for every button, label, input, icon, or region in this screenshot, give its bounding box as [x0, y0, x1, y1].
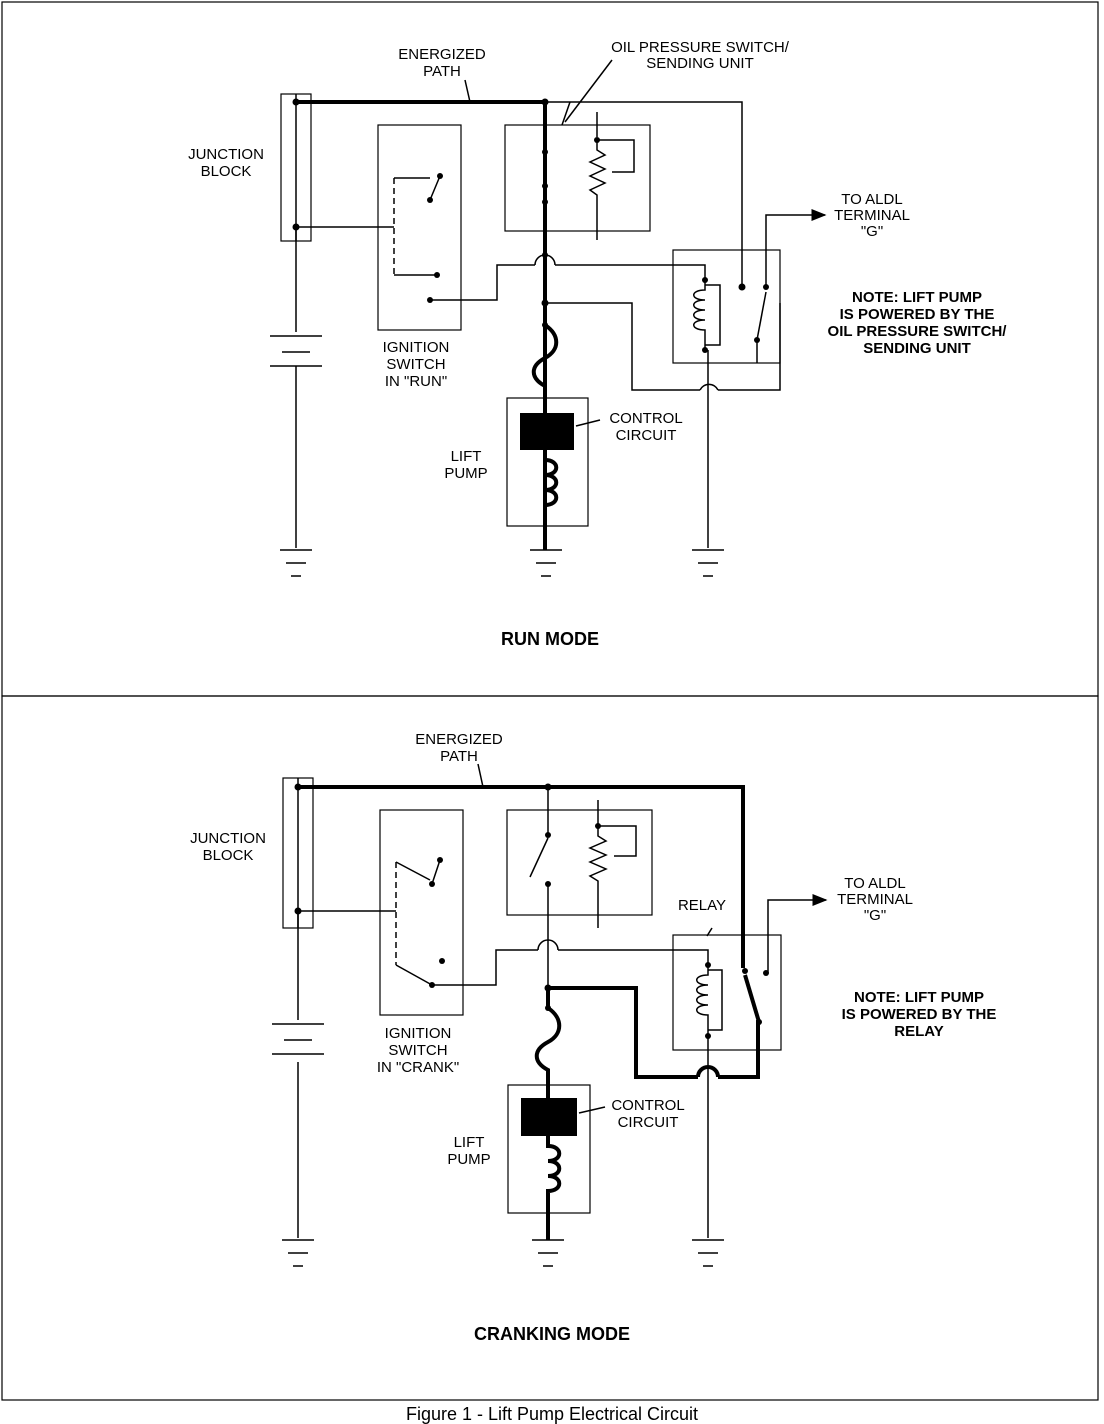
- crank-note-line-1: NOTE: LIFT PUMP: [854, 989, 984, 1006]
- run-aldl-label-1: TO ALDL: [841, 191, 902, 208]
- run-energized-label-1: ENERGIZED: [398, 46, 486, 63]
- run-control-label-2: CIRCUIT: [616, 427, 677, 444]
- svg-text:IS POWERED BY THE: IS POWERED BY THE: [842, 1006, 997, 1023]
- run-oil-switch-label-2: SENDING UNIT: [646, 55, 754, 72]
- crank-junction-label-1: JUNCTION: [190, 830, 266, 847]
- svg-text:"G": "G": [864, 907, 886, 924]
- svg-text:JUNCTION: JUNCTION: [190, 830, 266, 847]
- run-ignition-label-3: IN "RUN": [385, 373, 447, 390]
- svg-text:CIRCUIT: CIRCUIT: [616, 427, 677, 444]
- crank-junction-label-2: BLOCK: [203, 847, 254, 864]
- svg-text:BLOCK: BLOCK: [203, 847, 254, 864]
- svg-text:CIRCUIT: CIRCUIT: [618, 1114, 679, 1131]
- run-note-line-2: IS POWERED BY THE: [840, 306, 995, 323]
- energized-path-wire: [298, 785, 745, 968]
- run-mode-title: RUN MODE: [501, 629, 599, 649]
- svg-text:NOTE: LIFT PUMP: NOTE: LIFT PUMP: [854, 989, 984, 1006]
- svg-text:RELAY: RELAY: [678, 897, 726, 914]
- crank-control-label-2: CIRCUIT: [618, 1114, 679, 1131]
- relay-box-run: [672, 249, 781, 364]
- cranking-mode-title: CRANKING MODE: [474, 1324, 630, 1344]
- run-lift-pump-label-2: PUMP: [444, 465, 487, 482]
- svg-text:IN "RUN": IN "RUN": [385, 373, 447, 390]
- crank-aldl-label-2: TERMINAL: [837, 891, 913, 908]
- crank-ignition-label-2: SWITCH: [388, 1042, 447, 1059]
- svg-text:SWITCH: SWITCH: [388, 1042, 447, 1059]
- run-oil-switch-label-1: OIL PRESSURE SWITCH/: [611, 39, 790, 56]
- svg-text:LIFT: LIFT: [451, 448, 482, 465]
- svg-text:PATH: PATH: [423, 63, 461, 80]
- svg-text:IGNITION: IGNITION: [385, 1025, 452, 1042]
- svg-text:JUNCTION: JUNCTION: [188, 146, 264, 163]
- lift-pump-box: [506, 397, 589, 527]
- run-ignition-label-2: SWITCH: [386, 356, 445, 373]
- crank-ignition-label-1: IGNITION: [385, 1025, 452, 1042]
- crank-aldl-label-3: "G": [864, 907, 886, 924]
- svg-text:IGNITION: IGNITION: [383, 339, 450, 356]
- svg-text:TERMINAL: TERMINAL: [834, 207, 910, 224]
- crank-lift-pump-label-1: LIFT: [454, 1134, 485, 1151]
- svg-text:CONTROL: CONTROL: [609, 410, 682, 427]
- run-mode-diagram: ENERGIZED PATH OIL PRESSURE SWITCH/ SEND…: [188, 39, 1007, 649]
- cranking-mode-diagram: ENERGIZED PATH JUNCTION BLOCK RELAY TO A…: [190, 731, 996, 1344]
- svg-text:IN "CRANK": IN "CRANK": [377, 1059, 459, 1076]
- oil-pressure-switch-box: [506, 809, 653, 916]
- run-ignition-label-1: IGNITION: [383, 339, 450, 356]
- svg-text:BLOCK: BLOCK: [201, 163, 252, 180]
- svg-text:OIL PRESSURE SWITCH/: OIL PRESSURE SWITCH/: [828, 323, 1008, 340]
- control-circuit-block: [521, 1098, 577, 1136]
- crank-note-line-3: RELAY: [894, 1023, 943, 1040]
- crank-ignition-label-3: IN "CRANK": [377, 1059, 459, 1076]
- run-lift-pump-label-1: LIFT: [451, 448, 482, 465]
- cranking-mode-panel: [1, 695, 1099, 1401]
- run-energized-label-2: PATH: [423, 63, 461, 80]
- crank-relay-label: RELAY: [678, 897, 726, 914]
- run-control-label-1: CONTROL: [609, 410, 682, 427]
- run-note-line-1: NOTE: LIFT PUMP: [852, 289, 982, 306]
- relay-box-crank: [672, 934, 782, 1051]
- svg-text:SWITCH: SWITCH: [386, 356, 445, 373]
- run-aldl-label-3: "G": [861, 223, 883, 240]
- run-junction-label-2: BLOCK: [201, 163, 252, 180]
- svg-text:OIL PRESSURE SWITCH/: OIL PRESSURE SWITCH/: [611, 39, 790, 56]
- svg-text:RELAY: RELAY: [894, 1023, 943, 1040]
- energized-path-wire: [296, 100, 547, 550]
- svg-text:NOTE: LIFT PUMP: NOTE: LIFT PUMP: [852, 289, 982, 306]
- crank-control-label-1: CONTROL: [611, 1097, 684, 1114]
- ignition-switch-box: [379, 809, 464, 1016]
- svg-text:CONTROL: CONTROL: [611, 1097, 684, 1114]
- svg-text:IS POWERED BY THE: IS POWERED BY THE: [840, 306, 995, 323]
- svg-text:PATH: PATH: [440, 748, 478, 765]
- crank-energized-label-2: PATH: [440, 748, 478, 765]
- crank-note-line-2: IS POWERED BY THE: [842, 1006, 997, 1023]
- svg-text:TO ALDL: TO ALDL: [841, 191, 902, 208]
- control-circuit-block: [520, 413, 574, 450]
- svg-text:SENDING UNIT: SENDING UNIT: [863, 340, 971, 357]
- run-junction-label-1: JUNCTION: [188, 146, 264, 163]
- run-note-line-3: OIL PRESSURE SWITCH/: [828, 323, 1008, 340]
- svg-text:CRANKING MODE: CRANKING MODE: [474, 1324, 630, 1344]
- run-aldl-label-2: TERMINAL: [834, 207, 910, 224]
- figure-caption: Figure 1 - Lift Pump Electrical Circuit: [406, 1404, 698, 1424]
- crank-lift-pump-label-2: PUMP: [447, 1151, 490, 1168]
- crank-energized-label-1: ENERGIZED: [415, 731, 503, 748]
- svg-text:SENDING UNIT: SENDING UNIT: [646, 55, 754, 72]
- svg-text:PUMP: PUMP: [447, 1151, 490, 1168]
- oil-pressure-switch-box: [504, 124, 651, 232]
- svg-text:PUMP: PUMP: [444, 465, 487, 482]
- svg-text:RUN MODE: RUN MODE: [501, 629, 599, 649]
- svg-text:ENERGIZED: ENERGIZED: [398, 46, 486, 63]
- svg-text:TO ALDL: TO ALDL: [844, 875, 905, 892]
- run-note-line-4: SENDING UNIT: [863, 340, 971, 357]
- svg-text:"G": "G": [861, 223, 883, 240]
- crank-aldl-label-1: TO ALDL: [844, 875, 905, 892]
- svg-text:ENERGIZED: ENERGIZED: [415, 731, 503, 748]
- svg-text:LIFT: LIFT: [454, 1134, 485, 1151]
- svg-text:Figure 1 - Lift Pump Electrica: Figure 1 - Lift Pump Electrical Circuit: [406, 1404, 698, 1424]
- svg-text:TERMINAL: TERMINAL: [837, 891, 913, 908]
